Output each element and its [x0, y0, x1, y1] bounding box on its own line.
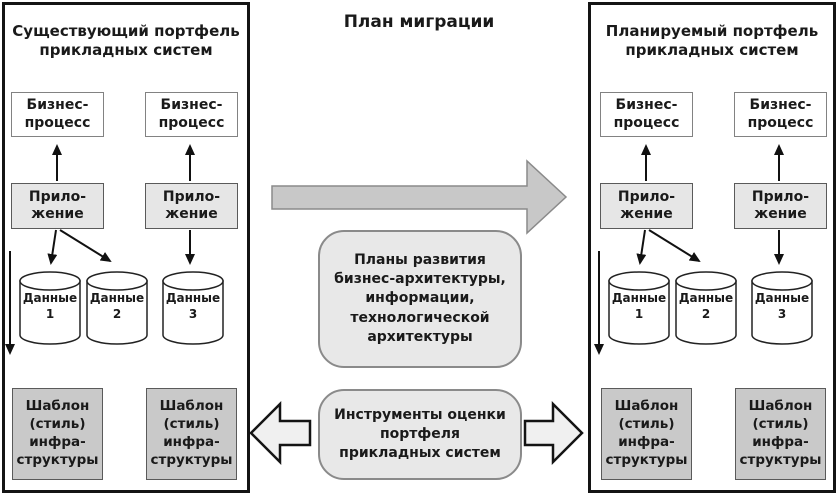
business-process-box: Бизнес- процесс	[145, 92, 238, 137]
infrastructure-template-box: Шаблон (стиль) инфра- структуры	[12, 388, 103, 480]
tools-right-arrow-icon	[523, 400, 584, 466]
data-store-label: Данные 1	[611, 291, 667, 321]
migration-arrow	[271, 159, 568, 235]
data-store-label: Данные 2	[89, 291, 145, 321]
development-plans-box: Планы развития бизнес-архитектуры, инфор…	[318, 230, 522, 368]
business-process-box: Бизнес- процесс	[600, 92, 693, 137]
data-store-label: Данные 3	[165, 291, 221, 321]
tools-left-arrow-icon	[249, 400, 312, 466]
diagram-title: План миграции	[343, 12, 495, 33]
business-process-box: Бизнес- процесс	[734, 92, 827, 137]
existing-portfolio-title: Существующий портфель прикладных систем	[12, 21, 240, 60]
application-box: Прило- жение	[600, 183, 693, 229]
application-box: Прило- жение	[11, 183, 104, 229]
data-store-label: Данные 3	[754, 291, 810, 321]
infrastructure-template-box: Шаблон (стиль) инфра- структуры	[601, 388, 692, 480]
business-process-box: Бизнес- процесс	[11, 92, 104, 137]
planned-portfolio-title: Планируемый портфель прикладных систем	[605, 21, 819, 60]
data-store-label: Данные 2	[678, 291, 734, 321]
infrastructure-template-box: Шаблон (стиль) инфра- структуры	[146, 388, 237, 480]
application-box: Прило- жение	[734, 183, 827, 229]
application-box: Прило- жение	[145, 183, 238, 229]
infrastructure-template-box: Шаблон (стиль) инфра- структуры	[735, 388, 826, 480]
data-store-label: Данные 1	[22, 291, 78, 321]
assessment-tools-box: Инструменты оценки портфеля прикладных с…	[318, 389, 522, 480]
